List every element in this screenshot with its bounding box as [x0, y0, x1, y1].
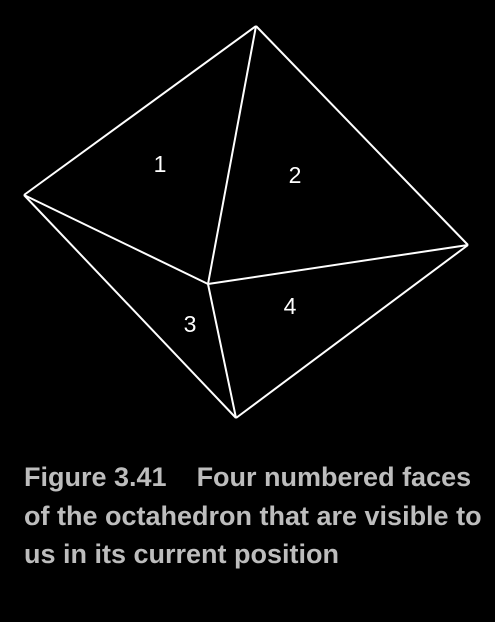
edge-center-bottom — [207, 283, 237, 419]
face-label-1: 1 — [154, 151, 167, 177]
figure-caption-text: Four numbered faces of the octahedron th… — [24, 462, 482, 569]
face-label-3: 3 — [184, 311, 197, 337]
edge-center-left — [23, 194, 209, 285]
edge-top-right — [255, 25, 469, 246]
edge-right-bottom — [235, 244, 469, 419]
edge-center-top — [207, 25, 257, 285]
octahedron-diagram: 1 2 3 4 — [23, 25, 469, 419]
edge-center-right — [207, 244, 469, 285]
edge-left-top — [23, 25, 257, 196]
face-label-2: 2 — [289, 162, 302, 188]
face-labels: 1 2 3 4 — [154, 151, 302, 337]
octahedron-edges — [23, 25, 469, 419]
figure-label: Figure 3.41 — [24, 462, 167, 492]
edge-bottom-left — [23, 194, 237, 419]
face-label-4: 4 — [284, 293, 297, 319]
